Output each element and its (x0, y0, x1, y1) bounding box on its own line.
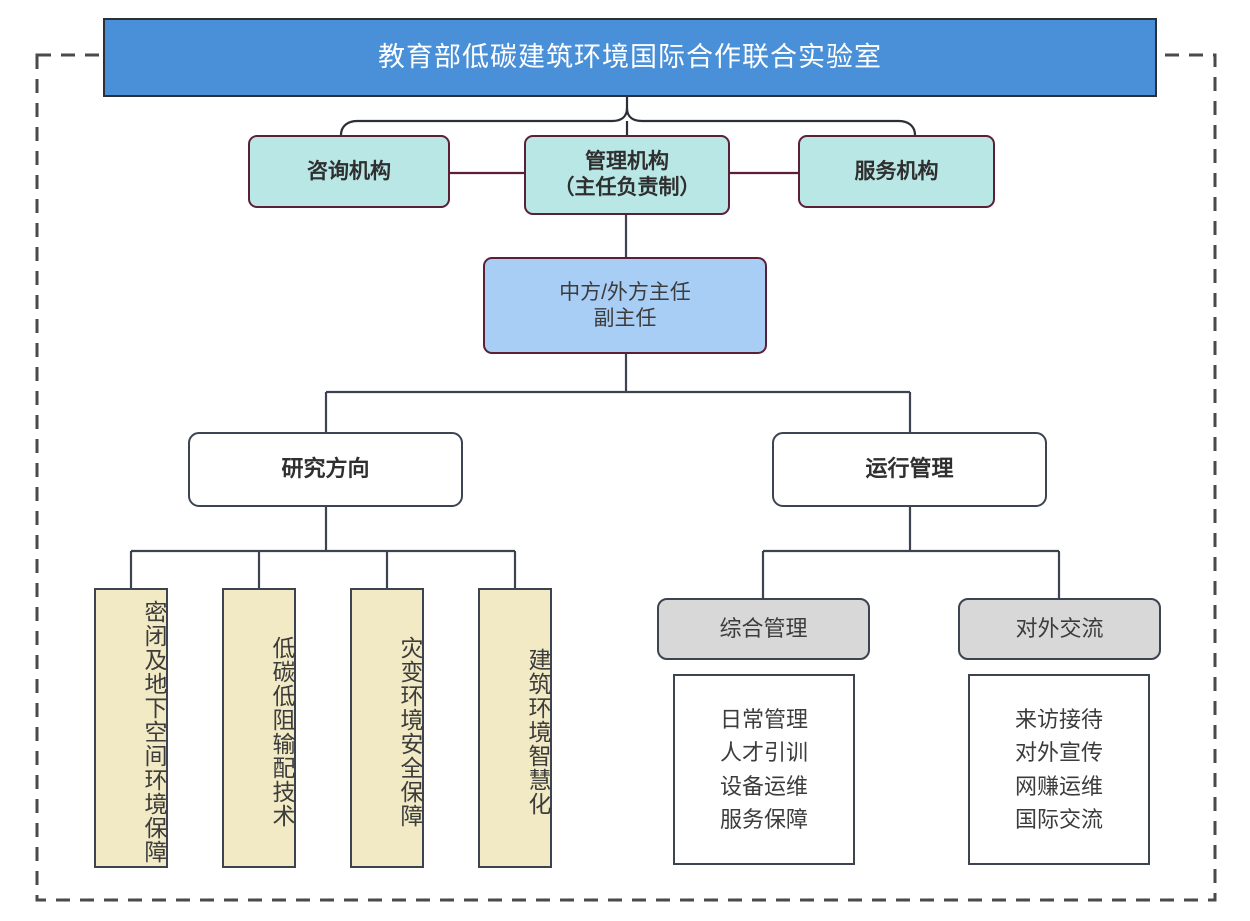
connector-title-to-row2-right (625, 107, 917, 136)
list-external-exchange: 来访接待 对外宣传 网赚运维 国际交流 (968, 674, 1150, 865)
node-research-direction-2[interactable]: 低碳低阻输配技术 (222, 588, 296, 868)
node-research-direction-4[interactable]: 建筑环境智慧化 (478, 588, 552, 868)
node-director[interactable]: 中方/外方主任 副主任 (483, 257, 767, 354)
node-research-direction-1[interactable]: 密闭及地下空间环境保障 (94, 588, 168, 868)
node-research-direction-3[interactable]: 灾变环境安全保障 (350, 588, 424, 868)
list-comprehensive-management: 日常管理 人才引训 设备运维 服务保障 (673, 674, 855, 865)
node-consulting-body[interactable]: 咨询机构 (248, 135, 450, 208)
connector-title-to-row2 (339, 97, 629, 136)
node-external-exchange-header[interactable]: 对外交流 (958, 598, 1161, 660)
node-operation-management[interactable]: 运行管理 (772, 432, 1047, 507)
node-management-body[interactable]: 管理机构 （主任负责制） (524, 135, 730, 215)
node-research-direction[interactable]: 研究方向 (188, 432, 463, 507)
node-service-body[interactable]: 服务机构 (798, 135, 995, 208)
node-comprehensive-management-header[interactable]: 综合管理 (657, 598, 870, 660)
lab-title-box: 教育部低碳建筑环境国际合作联合实验室 (103, 18, 1157, 97)
